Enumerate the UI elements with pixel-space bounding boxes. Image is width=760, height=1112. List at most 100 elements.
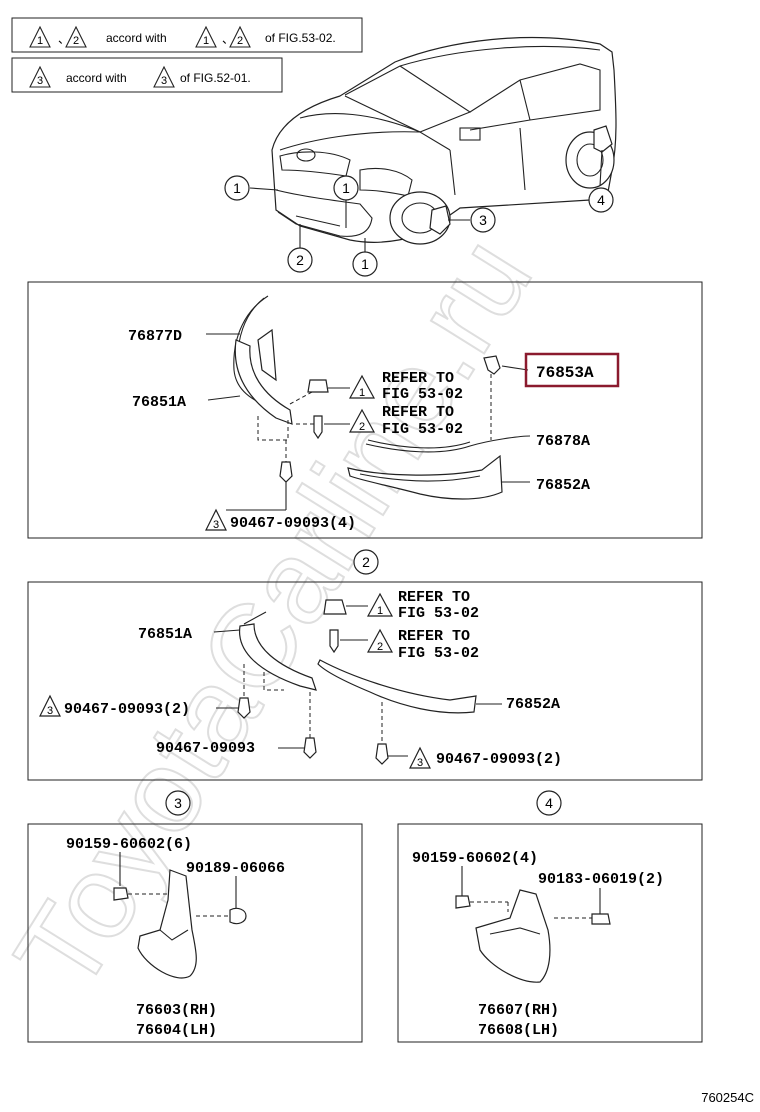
svg-text:1: 1 [203, 35, 209, 47]
svg-text:3: 3 [213, 519, 219, 531]
legend-row-2: 3 accord with 3 of FIG.52-01. [11, 57, 283, 93]
mud-flap-76607[interactable] [475, 889, 551, 983]
svg-text:2: 2 [377, 641, 383, 653]
svg-text:3: 3 [37, 75, 43, 87]
svg-text:76608(LH): 76608(LH) [478, 1022, 559, 1039]
svg-text:of FIG.52-01.: of FIG.52-01. [180, 71, 251, 85]
svg-text:REFER TO: REFER TO [398, 628, 470, 645]
triangle-1-icon [348, 374, 376, 399]
svg-text:2: 2 [362, 554, 370, 570]
triangle-3-icon [29, 65, 51, 88]
clip-90183[interactable] [591, 913, 611, 925]
clip-90467-a[interactable] [237, 697, 251, 719]
screw-ref-2[interactable] [313, 415, 323, 440]
svg-text:90467-09093(2): 90467-09093(2) [436, 751, 562, 768]
screw-90159[interactable] [113, 887, 129, 901]
svg-text:3: 3 [479, 212, 487, 228]
label-76851a: 76851A [132, 394, 186, 411]
section-4-callout [536, 790, 562, 816]
screw-ref-2-v2[interactable] [329, 629, 339, 654]
mud-flap-76603[interactable] [137, 869, 197, 979]
figure-code: 760254C [701, 1090, 754, 1105]
svg-text:76604(LH): 76604(LH) [136, 1022, 217, 1039]
clip-ref-1-v2[interactable] [323, 599, 347, 615]
triangle-2-icon [348, 408, 376, 433]
highlight-76853a[interactable] [524, 352, 620, 388]
part-76851a-v2[interactable] [239, 623, 317, 691]
svg-text:FIG 53-02: FIG 53-02 [382, 421, 463, 438]
section-1: 76877D 76851A 1 REFER TO FIG 53-02 2 REF… [27, 281, 703, 539]
triangle-1-icon [366, 592, 394, 617]
triangle-2-icon [229, 25, 251, 48]
svg-text:90467-09093(2): 90467-09093(2) [64, 701, 190, 718]
triangle-3-icon [205, 508, 227, 531]
section-4: 90159-60602(4) 90183-06019(2) 76607(RH) … [397, 823, 703, 1043]
svg-text:76851A: 76851A [138, 626, 192, 643]
svg-text:2: 2 [237, 35, 243, 47]
triangle-3-icon [153, 65, 175, 88]
svg-text:、: 、 [222, 32, 234, 46]
triangle-3-icon [39, 694, 61, 717]
svg-text:4: 4 [545, 795, 553, 811]
section-3-callout [165, 790, 191, 816]
svg-text:90159-60602(4): 90159-60602(4) [412, 850, 538, 867]
screw-90159-rear[interactable] [455, 895, 471, 909]
svg-text:1: 1 [359, 387, 365, 399]
part-76852a[interactable] [347, 454, 503, 500]
svg-text:FIG 53-02: FIG 53-02 [398, 605, 479, 622]
svg-text:90467-09093(4): 90467-09093(4) [230, 515, 356, 532]
clip-90467-c[interactable] [375, 743, 389, 765]
triangle-2-icon [366, 628, 394, 653]
svg-text:3: 3 [47, 705, 53, 717]
svg-text:REFER TO: REFER TO [382, 370, 454, 387]
clip-90467-b[interactable] [303, 737, 317, 759]
legend-row-1: 1 、 2 accord with 1 、 2 of FIG.53-02. [11, 17, 363, 53]
svg-text:3: 3 [174, 795, 182, 811]
triangle-1-icon [29, 25, 51, 48]
label-76877d: 76877D [128, 328, 182, 345]
svg-text:2: 2 [359, 421, 365, 433]
clip-90467[interactable] [279, 461, 293, 483]
section-2: 76851A 3 90467-09093(2) 90467-09093 1 RE… [27, 581, 703, 781]
svg-text:4: 4 [597, 192, 605, 208]
section-2-callout [353, 549, 379, 575]
svg-text:FIG 53-02: FIG 53-02 [382, 386, 463, 403]
part-76851a[interactable] [234, 339, 293, 425]
svg-text:76878A: 76878A [536, 433, 590, 450]
clip-ref-1[interactable] [307, 379, 329, 393]
svg-text:1: 1 [377, 605, 383, 617]
svg-text:1: 1 [233, 180, 241, 196]
svg-text:accord with: accord with [66, 71, 127, 85]
svg-text:FIG 53-02: FIG 53-02 [398, 645, 479, 662]
svg-text:REFER TO: REFER TO [398, 589, 470, 606]
car-overview: 1 1 2 1 3 4 [224, 36, 617, 277]
svg-text:76852A: 76852A [506, 696, 560, 713]
triangle-2-icon [65, 25, 87, 48]
svg-text:76603(RH): 76603(RH) [136, 1002, 217, 1019]
svg-text:3: 3 [417, 757, 423, 769]
clip-76853a[interactable] [483, 355, 501, 375]
svg-text:76607(RH): 76607(RH) [478, 1002, 559, 1019]
svg-text:1: 1 [37, 35, 43, 47]
triangle-1-icon [195, 25, 217, 48]
svg-text:REFER TO: REFER TO [382, 404, 454, 421]
nut-90189[interactable] [229, 907, 247, 925]
svg-text:of FIG.53-02.: of FIG.53-02. [265, 31, 336, 45]
svg-text:1: 1 [361, 256, 369, 272]
svg-text:90183-06019(2): 90183-06019(2) [538, 871, 664, 888]
svg-text:accord with: accord with [106, 31, 167, 45]
section-3: 90159-60602(6) 90189-06066 76603(RH) 766… [27, 823, 363, 1043]
svg-text:90189-06066: 90189-06066 [186, 860, 285, 877]
part-76878a[interactable] [365, 435, 531, 453]
svg-text:1: 1 [342, 180, 350, 196]
svg-text:3: 3 [161, 75, 167, 87]
svg-text:90467-09093: 90467-09093 [156, 740, 255, 757]
svg-text:76852A: 76852A [536, 477, 590, 494]
part-76852a-v2[interactable] [317, 659, 477, 714]
triangle-3-icon [409, 746, 431, 769]
label-76853a: 76853A [536, 364, 594, 382]
svg-text:2: 2 [73, 35, 79, 47]
svg-text:90159-60602(6): 90159-60602(6) [66, 836, 192, 853]
svg-text:、: 、 [58, 32, 70, 46]
